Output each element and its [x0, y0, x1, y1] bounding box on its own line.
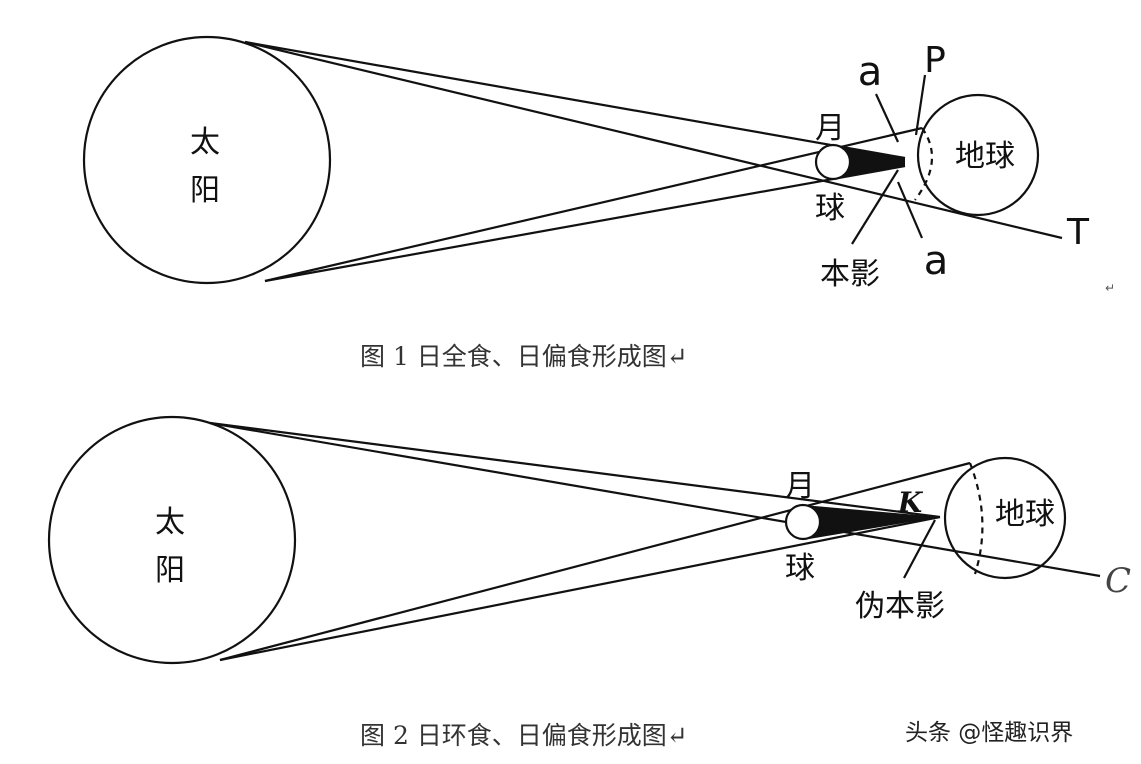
label-t: T [1066, 212, 1090, 253]
outer-tangent-bottom [264, 164, 906, 283]
moon-circle [784, 503, 822, 541]
sun-circle [82, 35, 332, 285]
caption-1: 图 1 日全食、日偏食形成图↵ [360, 342, 688, 371]
earth-circle [943, 456, 1067, 580]
figure-1-total-eclipse: 太 阳 月 球 地球 本影 a a P T ↵ 图 1 日全食、日偏食形成图↵ [82, 35, 1115, 371]
umbra-leader [851, 169, 899, 245]
sun-circle [47, 415, 297, 665]
earth-circle [916, 93, 1040, 217]
outer-tangent-top [244, 40, 906, 160]
moon-label-2: 球 [815, 191, 845, 226]
a-bottom-leader [896, 181, 924, 239]
inner-tangent-to-c [209, 421, 1101, 578]
umbra-label: 本影 [820, 257, 880, 292]
a-top-leader [875, 93, 899, 143]
label-a-top: a [858, 49, 883, 95]
moon-label-2: 球 [785, 551, 815, 586]
sun-label-2: 阳 [155, 553, 185, 588]
watermark: 头条 @怪趣识界 [905, 720, 1073, 746]
inner-tangent-top [219, 461, 971, 662]
stray-mark: ↵ [1105, 281, 1115, 295]
figure-2-annular-eclipse: 太 阳 月 球 地球 伪本影 K C 图 2 日环食、日偏食形成图↵ [47, 415, 1131, 750]
earth-label: 地球 [955, 139, 1015, 174]
label-k: K [897, 486, 924, 519]
label-a-bottom: a [924, 238, 949, 284]
p-leader [914, 74, 927, 136]
moon-label-1: 月 [815, 111, 845, 146]
sun-label-1: 太 [190, 125, 220, 160]
antumbra-label: 伪本影 [855, 589, 945, 624]
moon-label-1: 月 [785, 469, 815, 504]
caption-2: 图 2 日环食、日偏食形成图↵ [360, 721, 688, 750]
outer-tangent-top [209, 421, 941, 519]
dashed-arc [968, 462, 984, 575]
umbra-shadow [833, 146, 905, 179]
antumbra-leader [903, 519, 936, 579]
outer-tangent-bottom [219, 515, 941, 662]
inner-tangent-to-t [244, 40, 1063, 240]
dashed-arc [914, 127, 934, 201]
label-c: C [1105, 561, 1131, 601]
label-p: P [924, 40, 946, 81]
sun-label-1: 太 [155, 505, 185, 540]
inner-tangent-to-p [264, 126, 923, 283]
moon-circle [814, 143, 852, 181]
earth-label: 地球 [995, 497, 1055, 532]
sun-label-2: 阳 [190, 173, 220, 208]
